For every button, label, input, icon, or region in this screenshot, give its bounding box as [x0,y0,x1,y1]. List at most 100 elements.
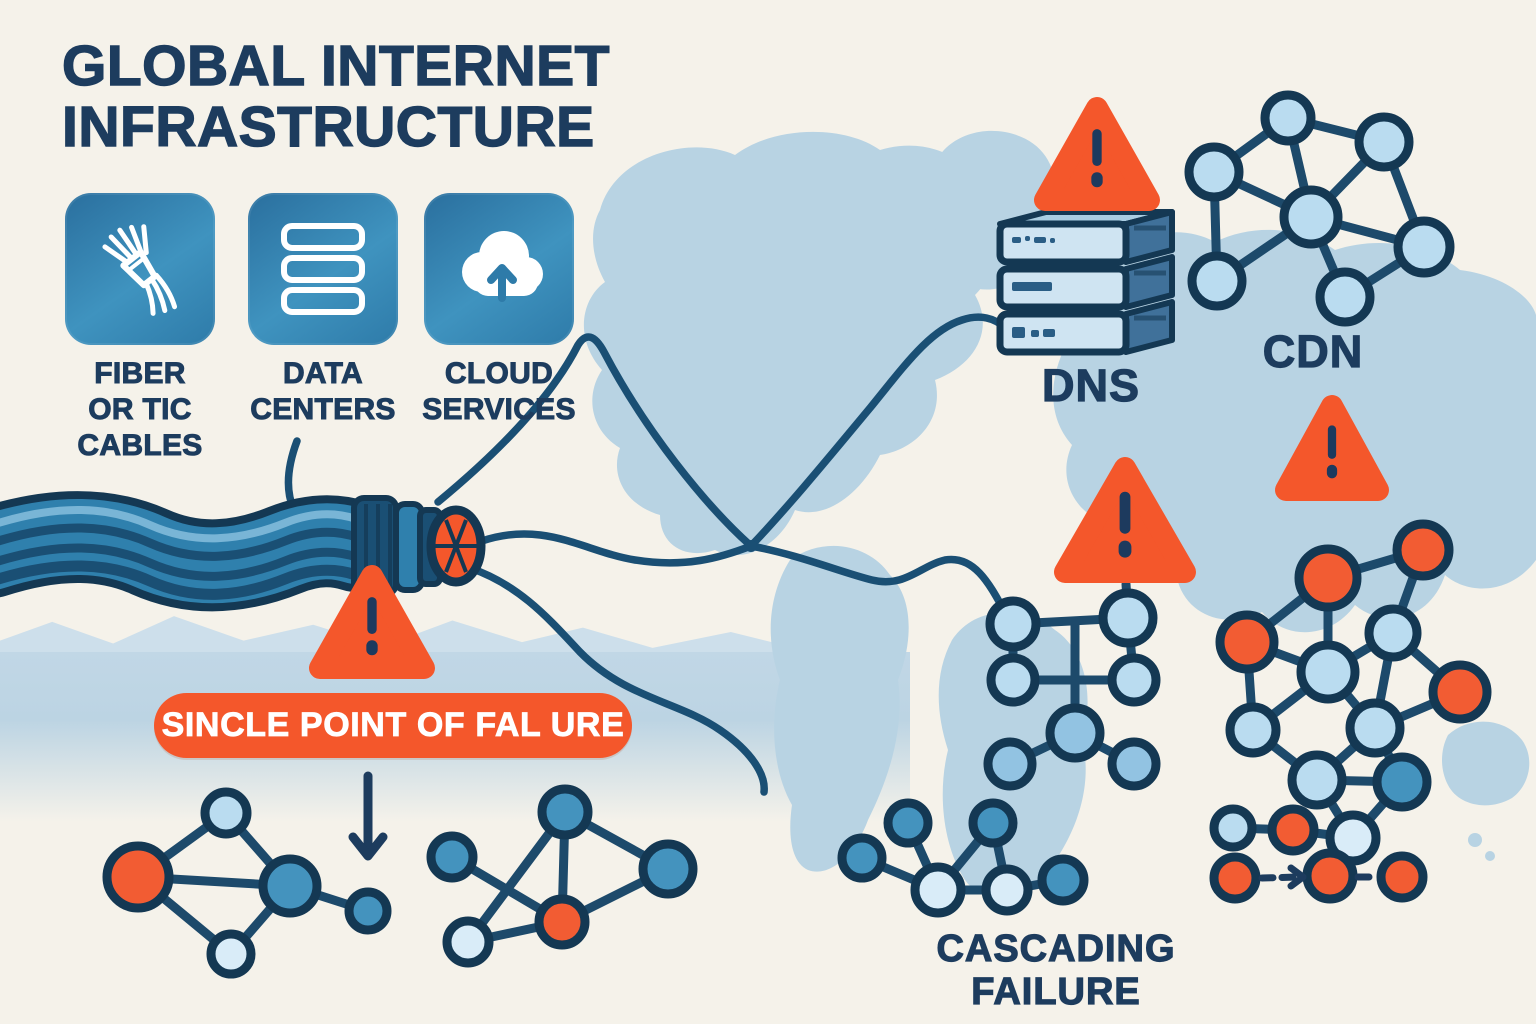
network-node-lighter [206,929,256,979]
page-title: GLOBAL INTERNET INFRASTRUCTURE [61,34,610,159]
cable-junction [745,540,757,552]
tile-label-data-line1: DATA [282,357,364,391]
banner-text: SINCLE POINT OF FAL URE [161,706,625,745]
cdn-network [1184,90,1455,327]
cascading-small-network [837,798,1089,918]
tile-label-data-centers: DATA CENTERS [223,356,423,428]
network-node-light [1187,251,1247,311]
network-node-lighter [910,862,966,918]
map-landmass [770,545,909,872]
cascading-big-network [1209,519,1492,904]
server-panel-mark [1043,329,1055,337]
server-side-face [1123,299,1175,355]
network-node-light [1279,185,1343,249]
network-node-mid [883,798,933,848]
tile-cloud-services [424,193,574,345]
network-node-light [1354,112,1414,172]
title-line-2: INFRASTRUCTURE [61,94,595,159]
single-point-of-failure-banner: SINCLE POINT OF FAL URE [154,693,632,758]
tile-label-fiber-line1: FIBER [94,357,186,391]
title-line-1: GLOBAL INTERNET [61,34,610,98]
network-node-light [1364,604,1422,662]
fiber-cable-line [747,542,1010,618]
main-fiber-cable [0,490,486,612]
server-side-face [1123,209,1175,265]
dashed-arrow-head [1287,864,1307,890]
server-panel-mark [1050,238,1055,243]
dns-label: DNS [1041,359,1140,411]
network-node-mid [537,784,593,840]
server-panel-mark [1012,282,1052,291]
network-node-orange [1428,660,1492,724]
server-unit-front [996,265,1130,311]
grid-network [983,579,1161,791]
network-node-orange [1215,610,1279,674]
network-node-light [1393,216,1455,278]
cable-stripe [0,505,360,543]
cascade-dashed-arrows [1258,864,1380,890]
cable-stripe [0,560,362,600]
network-node-orange [1209,852,1261,904]
network-node-orange [102,841,174,913]
fiber-cable-line [434,333,755,550]
down-arrow-head [348,832,388,861]
server-panel-mark [1025,236,1030,241]
tile-label-fiber-line3: CABLES [77,429,203,463]
network-node-light [1225,702,1281,758]
failure-arrow [348,771,388,861]
network-node-mid [837,833,887,883]
map-island [1485,851,1495,861]
network-node-light [1287,750,1347,810]
cable-body [0,498,394,604]
network-node-mid [258,854,322,918]
cable-stripe [0,523,361,561]
network-node-lighter [442,916,494,968]
tile-data-centers [248,193,398,345]
tile-label-cloud-line1: CLOUD [444,357,554,391]
network-node-mid [1037,854,1089,906]
map-island [1468,833,1482,847]
map-landmass [583,131,999,556]
warning-triangle [1275,395,1389,501]
cable-stripe [0,543,361,581]
network-node-light [1184,142,1244,202]
dashed-link [1258,873,1302,882]
warning-triangle [1054,457,1196,583]
network-node-light [1315,267,1375,327]
dns-server-stack [996,209,1175,356]
cascading-failure-label: CASCADING FAILURE [936,927,1176,1013]
network-node-mid [638,839,698,899]
fiber-optic-plug-icon [102,224,178,316]
network-node-light [985,596,1041,652]
cloud-upload-icon [462,231,543,302]
network-node-light [200,787,252,839]
server-side-face [1123,254,1175,310]
warning-triangle [309,565,435,679]
network-node-orange [1294,544,1362,612]
tile-label-fiber: FIBER OR TIC CABLES [40,356,240,464]
network-node-light [1296,640,1360,704]
network-node-light [1209,804,1257,852]
network-node-light [1098,588,1158,648]
server-panel-mark [1012,327,1025,338]
server-unit-front [996,220,1130,266]
network-node-orange [534,894,590,950]
network-node-mid [968,798,1018,848]
tile-label-cloud-line2: SERVICES [422,393,576,427]
tile-label-fiber-line2: OR TIC [88,393,192,427]
cdn-label: CDN [1262,325,1364,377]
network-node-orange [1267,804,1319,856]
network-node-light [1260,90,1316,146]
network-node-light [1107,653,1161,707]
network-node-orange [1302,848,1358,904]
network-node-soft [983,737,1037,791]
server-panel-mark [1031,330,1039,337]
server-panel-mark [1034,237,1046,243]
network-node-soft [1107,737,1161,791]
spof-left-network [102,787,392,979]
server-unit-front [996,310,1130,356]
network-node-mid [344,887,392,935]
server-panel-mark [1012,237,1021,243]
